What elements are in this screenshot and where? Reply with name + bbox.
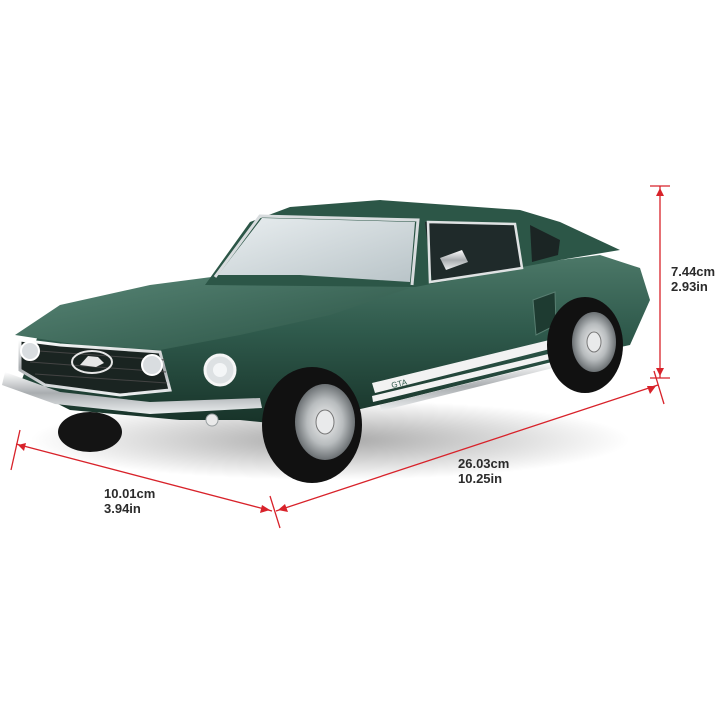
width-dimension-line <box>15 443 273 512</box>
pony-emblem <box>71 350 113 374</box>
dimension-lines <box>10 185 670 529</box>
height-imperial: 2.93in <box>671 279 708 294</box>
height-metric: 7.44cm <box>671 264 716 279</box>
wheel-front-left <box>58 412 122 452</box>
wheel-rear-right <box>547 297 623 393</box>
fog-lamp <box>205 413 219 427</box>
length-dimension-line <box>275 384 659 512</box>
headlight-left <box>20 341 40 361</box>
width-metric: 10.01cm <box>104 486 156 501</box>
car-side-mirror <box>440 250 468 270</box>
width-imperial: 3.94in <box>104 501 141 516</box>
gta-badge: GTA <box>390 377 408 389</box>
car-front-grille <box>18 338 172 397</box>
car-windshield <box>218 218 415 282</box>
car-racing-stripe <box>372 335 570 393</box>
length-metric: 26.03cm <box>458 456 510 471</box>
length-imperial: 10.25in <box>458 471 503 486</box>
wheel-front-right <box>262 367 362 483</box>
car-front-bumper <box>2 372 262 414</box>
length-dimension-label: 26.03cm 10.25in <box>458 456 509 486</box>
width-dimension-label: 10.01cm 3.94in <box>104 486 155 516</box>
headlight-inner <box>141 354 163 376</box>
car-hood <box>15 272 410 350</box>
car-body-side <box>20 255 650 425</box>
height-dimension-label: 7.44cm 2.93in <box>671 264 715 294</box>
